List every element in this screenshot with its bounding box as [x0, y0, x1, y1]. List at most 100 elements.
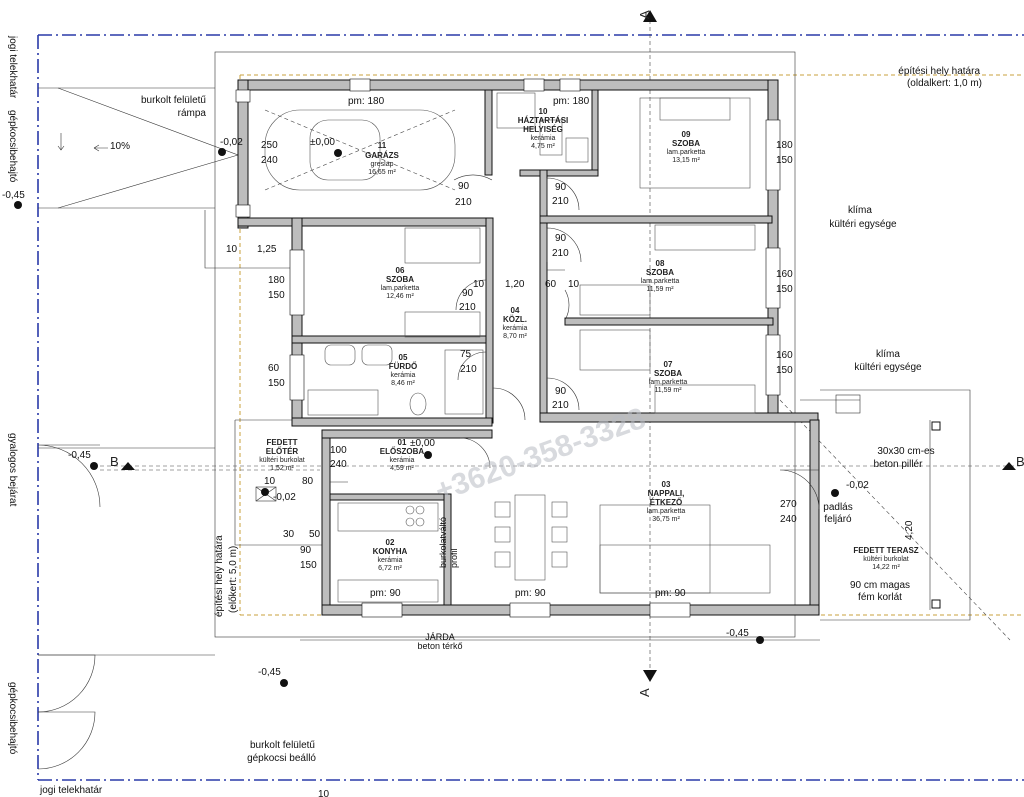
dimension-text: 90	[555, 386, 567, 397]
svg-text:A: A	[637, 10, 652, 19]
transition-profile-note-line2: profil	[449, 548, 459, 568]
room-material: lam.parketta	[641, 278, 680, 285]
pillar-note-line2: beton pillér	[874, 459, 924, 470]
front-limit-note-line2: (előkert: 5,0 m)	[228, 546, 239, 613]
ac-unit-note-2: klíma	[876, 349, 900, 360]
section-b-right: B	[1002, 454, 1024, 470]
dimension-text: pm: 90	[370, 588, 401, 599]
dimension-text: pm: 180	[348, 96, 385, 107]
dimension-text: 180	[268, 275, 285, 286]
room-area: 13,15 m²	[672, 157, 700, 164]
room-06-label: 06 SZOBA lam.parketta 12,46 m²	[381, 266, 420, 300]
room-number: 04	[511, 306, 520, 315]
section-a-top: A	[637, 10, 657, 22]
room-hall-label: 04 KÖZL. kerámia 8,70 m²	[503, 306, 528, 340]
dimension-text: 1,20	[505, 279, 525, 290]
room-number: 03	[662, 480, 671, 489]
room-area: 6,72 m²	[378, 565, 402, 572]
dimension-text: 240	[330, 459, 347, 470]
room-area: 11,59 m²	[654, 387, 682, 394]
room-material: kerámia	[390, 457, 415, 464]
room-living-label: 03 NAPPALI, ÉTKEZŐ lam.parketta 36,75 m²	[647, 480, 686, 523]
dimension-text: 10	[473, 279, 485, 290]
dimension-text: 210	[552, 248, 569, 259]
room-labels: 11 GARÁZS greslap 16,65 m² 10 HÁZTARTÁSI…	[259, 107, 919, 572]
dimension-text: 270	[780, 499, 797, 510]
dimension-text: 240	[780, 514, 797, 525]
dimension-text: 90	[462, 288, 474, 299]
room-material: greslap	[371, 161, 394, 168]
svg-text:-0,45: -0,45	[68, 450, 91, 461]
dimension-text: 250	[261, 140, 278, 151]
dimension-text: 100	[330, 445, 347, 456]
level-marker-bottom-right: -0,45	[726, 628, 764, 644]
room-material: kerámia	[391, 372, 416, 379]
svg-text:-0,45: -0,45	[2, 190, 25, 201]
svg-text:±0,00: ±0,00	[310, 137, 335, 148]
parking-note: burkolt felületű	[250, 740, 315, 751]
dimension-text: 90	[555, 182, 567, 193]
dimension-text: 240	[261, 155, 278, 166]
plot-boundary-note-left: jogi telekhatár	[7, 35, 18, 99]
dimension-text: 150	[776, 365, 793, 376]
car-entry-note-top: gépkocsibehajtó	[7, 110, 18, 183]
room-name: SZOBA	[672, 139, 700, 148]
dimension-text: 10	[568, 279, 580, 290]
windows	[235, 78, 781, 618]
svg-text:±0,00: ±0,00	[410, 438, 435, 449]
dimension-text: pm: 90	[515, 588, 546, 599]
room-name-line2: HELYISÉG	[523, 125, 563, 134]
dimension-text: 210	[459, 302, 476, 313]
room-utility-label: 10 HÁZTARTÁSI HELYISÉG kerámia 4,75 m²	[518, 107, 569, 150]
room-area: 4,59 m²	[390, 465, 414, 472]
dimension-text: 150	[268, 378, 285, 389]
building-limit-note-line2: (oldalkert: 1,0 m)	[907, 78, 982, 89]
pillars	[931, 421, 941, 609]
section-a-bottom: A	[637, 670, 657, 697]
room-name: HÁZTARTÁSI	[518, 116, 569, 125]
dimension-text: 30	[283, 529, 295, 540]
dimension-text: 180	[776, 140, 793, 151]
dimension-text: 150	[268, 290, 285, 301]
room-material: kültéri burkolat	[259, 457, 305, 464]
railing-note-line2: fém korlát	[858, 592, 902, 603]
dimension-text: 60	[545, 279, 557, 290]
dimension-text: 10	[318, 789, 330, 797]
level-marker-left: -0,45	[2, 190, 25, 209]
room-number: 02	[386, 538, 395, 547]
room-material: kerámia	[531, 135, 556, 142]
room-material: lam.parketta	[667, 149, 706, 156]
attic-access-note-line2: feljáró	[824, 514, 852, 525]
room-kitchen-label: 02 KONYHA kerámia 6,72 m²	[373, 538, 408, 572]
svg-text:B: B	[1016, 454, 1024, 469]
dimension-text: 210	[460, 364, 477, 375]
ramp-note-line2: rámpa	[178, 108, 207, 119]
room-name: SZOBA	[386, 275, 414, 284]
dimension-text: 210	[552, 400, 569, 411]
room-material: lam.parketta	[649, 379, 688, 386]
dimension-text: 150	[776, 155, 793, 166]
sidewalk-note-line2: beton térkő	[417, 641, 462, 651]
sidewalk-note: JÁRDA	[425, 632, 455, 642]
transition-profile-note: burkolatváltó	[438, 517, 448, 568]
plot-boundary-note: jogi telekhatár	[39, 785, 103, 796]
room-area: 8,70 m²	[503, 333, 527, 340]
dimension-text: 10	[226, 244, 238, 255]
room-name: SZOBA	[646, 268, 674, 277]
room-terrace-label: FEDETT TERASZ kültéri burkolat 14,22 m²	[853, 546, 918, 571]
ac-unit-note: klíma	[848, 205, 872, 216]
dimension-text: 80	[302, 476, 314, 487]
room-number: 11	[378, 141, 387, 150]
dimension-text: 1,25	[257, 244, 277, 255]
dimension-labels: pm: 180 pm: 180 250 240 90 210 90 210 90…	[226, 96, 915, 797]
dimension-text: 150	[300, 560, 317, 571]
room-name: KONYHA	[373, 547, 408, 556]
dimension-text: 210	[455, 197, 472, 208]
dimension-text: 75	[460, 349, 472, 360]
room-number: 01	[398, 438, 407, 447]
pillar-note: 30x30 cm-es	[877, 446, 934, 457]
level-marker-pedestrian: -0,45	[68, 450, 98, 470]
room-name: FEDETT	[266, 438, 297, 447]
room-area: 12,46 m²	[386, 293, 414, 300]
ac-unit-note-line2: kültéri egysége	[829, 219, 897, 230]
